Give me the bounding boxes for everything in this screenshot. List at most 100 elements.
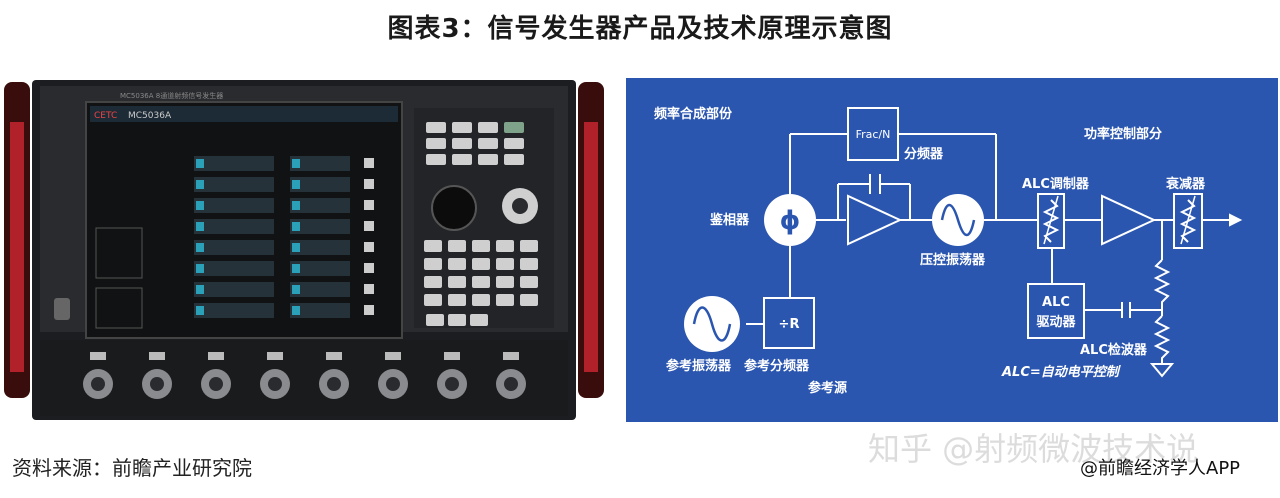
keypad-key: [520, 294, 538, 306]
front-panel-key: [504, 138, 524, 149]
screen-channel-row: [194, 198, 274, 213]
screen-channel-tag: [292, 306, 300, 315]
screen-channel-tag: [292, 222, 300, 231]
screen-channel-row: [290, 303, 350, 318]
screen-group-box: [95, 287, 143, 329]
screen-channel-row: [194, 240, 274, 255]
screen-toggle: [364, 284, 374, 294]
figure-title: 图表3：信号发生器产品及技术原理示意图: [387, 14, 893, 44]
front-panel-key: [426, 122, 446, 133]
front-panel-key: [478, 154, 498, 165]
screen-toggle: [364, 242, 374, 252]
screen-channel-tag: [196, 306, 204, 315]
softkey: [470, 314, 488, 326]
channel-label-plate: [326, 352, 342, 360]
label-freq-section: 频率合成部份: [654, 106, 733, 122]
screen-channel-row: [290, 240, 350, 255]
source-note: 资料来源：前瞻产业研究院: [12, 456, 252, 480]
keypad-key: [424, 276, 442, 288]
principle-diagram: 频率合成部份 功率控制部分 Frac/N 分频器 鉴相器 ϕ 压控振荡器 ALC…: [626, 78, 1278, 422]
screen-channel-tag: [196, 180, 204, 189]
keypad-key: [472, 276, 490, 288]
keypad-key: [448, 276, 466, 288]
label-alc-driver-top: ALC: [1042, 295, 1070, 310]
rf-connector-center: [209, 377, 223, 391]
channel-label-plate: [208, 352, 224, 360]
keypad-key: [472, 294, 490, 306]
screen-toggle: [364, 200, 374, 210]
keypad-key: [520, 276, 538, 288]
screen-channel-row: [194, 219, 274, 234]
screen-channel-row: [290, 261, 350, 276]
keypad-key: [520, 258, 538, 270]
label-divider: 分频器: [904, 146, 944, 162]
channel-label-plate: [149, 352, 165, 360]
screen-channel-row: [290, 198, 350, 213]
front-panel-key: [426, 154, 446, 165]
zhihu-watermark: 知乎 @射频微波技术说: [868, 430, 1199, 468]
label-ref-divider: 参考分频器: [744, 358, 810, 374]
keypad-key: [472, 240, 490, 252]
keypad-key: [472, 258, 490, 270]
keypad-key: [520, 240, 538, 252]
screen-channel-row: [290, 177, 350, 192]
screen-channel-tag: [196, 264, 204, 273]
channel-label-plate: [385, 352, 401, 360]
screen-channel-row: [194, 303, 274, 318]
keypad-key: [424, 294, 442, 306]
label-ref-div-box: ÷R: [779, 317, 800, 332]
rf-connector-center: [445, 377, 459, 391]
softkey: [426, 314, 444, 326]
keypad-key: [448, 294, 466, 306]
keypad-key: [448, 258, 466, 270]
signal-generator-photo: CETC MC5036A MC5036A 8通道射频信号发生器: [2, 78, 606, 424]
screen-channel-tag: [196, 285, 204, 294]
instrument-submodel: MC5036A 8通道射频信号发生器: [120, 91, 223, 100]
screen-channel-row: [194, 282, 274, 297]
screen-channel-row: [194, 177, 274, 192]
screen-toggle: [364, 305, 374, 315]
screen-channel-tag: [292, 243, 300, 252]
screen-toggle: [364, 263, 374, 273]
channel-label-plate: [267, 352, 283, 360]
screen-channel-row: [290, 156, 350, 171]
rf-connector-center: [327, 377, 341, 391]
keypad-key: [424, 240, 442, 252]
screen-channel-tag: [196, 159, 204, 168]
front-panel-key: [452, 154, 472, 165]
screen-channel-row: [290, 219, 350, 234]
keypad-key: [424, 258, 442, 270]
screen-channel-row: [194, 261, 274, 276]
channel-label-plate: [90, 352, 106, 360]
front-panel-key: [504, 122, 524, 133]
label-power-section: 功率控制部分: [1084, 126, 1162, 142]
label-alc-detector: ALC检波器: [1080, 342, 1148, 358]
screen-channel-row: [194, 156, 274, 171]
instrument-model: MC5036A: [128, 111, 172, 121]
label-alc-driver-bottom: 驱动器: [1036, 315, 1076, 330]
keypad-key: [496, 294, 514, 306]
screen-toggle: [364, 179, 374, 189]
app-watermark: @前瞻经济学人APP: [1080, 458, 1241, 479]
screen-channel-tag: [196, 243, 204, 252]
keypad-key: [448, 240, 466, 252]
label-attenuator: 衰减器: [1165, 176, 1206, 192]
screen-toggle: [364, 158, 374, 168]
screen-channel-tag: [196, 201, 204, 210]
label-frac-n: Frac/N: [856, 128, 891, 141]
keypad-key: [496, 258, 514, 270]
front-panel-key: [504, 154, 524, 165]
phase-symbol: ϕ: [780, 206, 801, 236]
front-panel-key: [478, 138, 498, 149]
screen-channel-tag: [196, 222, 204, 231]
front-panel-key: [426, 138, 446, 149]
front-panel-key: [452, 138, 472, 149]
screen-group-box: [95, 227, 143, 279]
screen-channel-tag: [292, 180, 300, 189]
label-ref-osc: 参考振荡器: [666, 358, 732, 374]
label-phase-detector: 鉴相器: [709, 212, 750, 228]
keypad-key: [496, 276, 514, 288]
label-alc-note: ALC=自动电平控制: [1001, 364, 1122, 380]
label-ref-source: 参考源: [808, 380, 847, 396]
screen-channel-tag: [292, 159, 300, 168]
